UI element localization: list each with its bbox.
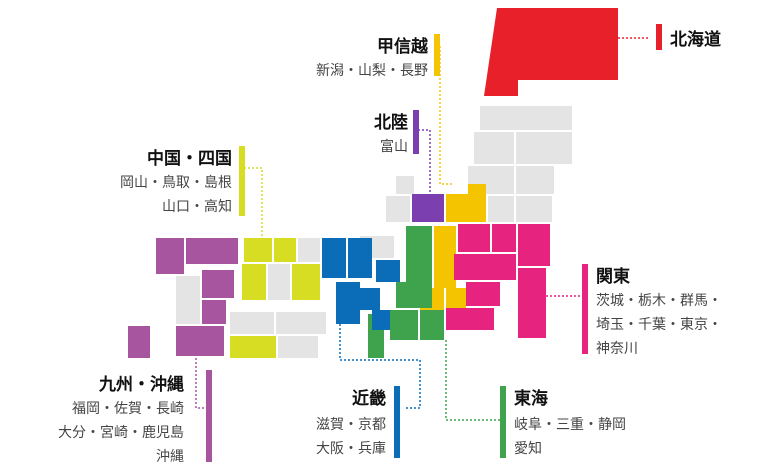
- leader-lines: [195, 37, 648, 421]
- region-tokai-name: 東海: [514, 389, 548, 409]
- map-hokkaido: [484, 8, 618, 96]
- region-kyushu-okinawa-name: 九州・沖縄: [99, 375, 184, 395]
- region-kyushu-okinawa-line-2: 大分・宮崎・鹿児島: [58, 425, 184, 441]
- region-hokuriku-name: 北陸: [374, 113, 408, 133]
- region-kyushu-okinawa-color-bar: [206, 370, 212, 462]
- region-kanto-name: 関東: [596, 267, 630, 287]
- region-koshinetsu-color-bar: [434, 34, 440, 76]
- map-tokai: [368, 226, 444, 358]
- region-kyushu-okinawa-line-1: 福岡・佐賀・長崎: [72, 401, 184, 417]
- region-kanto-line-3: 神奈川: [596, 341, 638, 357]
- region-kanto-color-bar: [582, 264, 588, 354]
- map-kinki: [322, 238, 400, 330]
- region-kinki-line-2: 大阪・兵庫: [316, 441, 386, 457]
- region-chugoku-shikoku-line-2: 山口・高知: [162, 199, 232, 215]
- region-koshinetsu-line-1: 新潟・山梨・長野: [316, 63, 428, 79]
- region-kyushu-okinawa-line-3: 沖縄: [156, 449, 184, 465]
- map-chugoku-shikoku: [230, 238, 326, 358]
- region-kinki-color-bar: [394, 386, 400, 458]
- map-kyushu-okinawa: [128, 238, 238, 358]
- region-chugoku-shikoku-name: 中国・四国: [147, 149, 232, 169]
- region-kanto-line-2: 埼玉・千葉・東京・: [596, 317, 722, 333]
- region-tokai-line-1: 岐阜・三重・静岡: [514, 417, 626, 433]
- map-tohoku: [468, 106, 572, 222]
- region-chugoku-shikoku-color-bar: [239, 146, 245, 216]
- region-hokuriku-color-bar: [413, 110, 419, 154]
- region-hokkaido-color-bar: [656, 24, 662, 50]
- region-kinki-line-1: 滋賀・京都: [316, 417, 386, 433]
- region-tokai-color-bar: [500, 386, 506, 458]
- region-hokuriku-line-1: 富山: [380, 139, 408, 155]
- region-chugoku-shikoku-line-1: 岡山・鳥取・島根: [120, 175, 232, 191]
- map-kanto: [446, 224, 550, 338]
- region-kinki-name: 近畿: [352, 389, 386, 409]
- region-hokkaido-name: 北海道: [670, 30, 721, 50]
- region-kanto-line-1: 茨城・栃木・群馬・: [596, 293, 722, 309]
- region-tokai-line-2: 愛知: [514, 441, 542, 457]
- region-koshinetsu-name: 甲信越: [377, 37, 428, 57]
